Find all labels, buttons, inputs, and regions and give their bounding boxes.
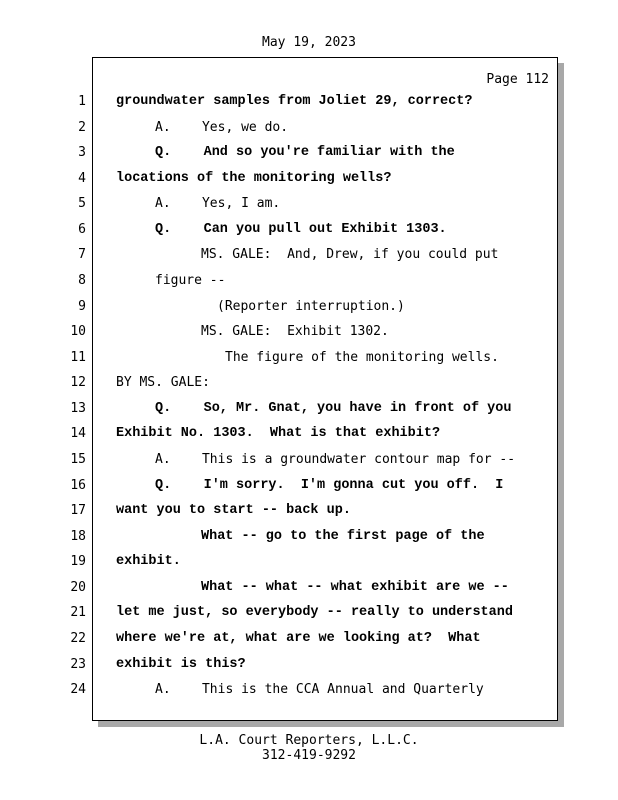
line-number: 13 (70, 400, 86, 416)
header-date: May 19, 2023 (262, 35, 356, 50)
line-number: 17 (70, 503, 86, 519)
footer-phone: 312-419-9292 (262, 748, 356, 763)
line-number: 6 (78, 221, 86, 237)
transcript-line: want you to start -- back up. (116, 503, 351, 519)
line-number: 3 (78, 145, 86, 161)
line-number: 18 (70, 528, 86, 544)
transcript-line: where we're at, what are we looking at? … (116, 630, 481, 646)
line-number: 10 (70, 324, 86, 340)
transcript-line: Q. I'm sorry. I'm gonna cut you off. I (155, 477, 504, 493)
transcript-line: figure -- (155, 272, 226, 288)
transcript-line: groundwater samples from Joliet 29, corr… (116, 94, 473, 109)
transcript-line: exhibit is this? (116, 656, 246, 672)
line-number: 12 (70, 375, 86, 391)
footer: L.A. Court Reporters, L.L.C. 312-419-929… (0, 733, 618, 763)
transcript-line: What -- what -- what exhibit are we -- (201, 579, 509, 595)
line-number: 15 (70, 451, 86, 467)
transcript-line: What -- go to the first page of the (201, 528, 485, 544)
line-number: 5 (78, 196, 86, 212)
page-number: Page 112 (486, 72, 549, 87)
line-number: 9 (78, 298, 86, 314)
transcript-line: exhibit. (116, 554, 181, 570)
line-number: 22 (70, 630, 86, 646)
transcript-line: Q. So, Mr. Gnat, you have in front of yo… (155, 400, 512, 416)
line-number: 8 (78, 272, 86, 288)
line-number: 23 (70, 656, 86, 672)
transcript-page: Page 112 (92, 57, 558, 721)
line-number: 24 (70, 682, 86, 698)
transcript-line: A. Yes, we do. (155, 119, 289, 135)
line-number: 2 (78, 119, 86, 135)
transcript-line: The figure of the monitoring wells. (225, 349, 499, 365)
line-number: 7 (78, 247, 86, 263)
line-number: 16 (70, 477, 86, 493)
transcript-line: (Reporter interruption.) (217, 298, 405, 314)
transcript-line: Q. And so you're familiar with the (155, 145, 455, 161)
line-number: 20 (70, 579, 86, 595)
transcript-line: MS. GALE: And, Drew, if you could put (201, 247, 499, 263)
line-number: 11 (70, 349, 86, 365)
footer-company: L.A. Court Reporters, L.L.C. (199, 733, 419, 748)
transcript-line: let me just, so everybody -- really to u… (116, 605, 513, 621)
transcript-line: BY MS. GALE: (116, 375, 210, 391)
line-number: 14 (70, 426, 86, 442)
line-number: 21 (70, 605, 86, 621)
line-number: 19 (70, 554, 86, 570)
transcript-line: A. Yes, I am. (155, 196, 281, 212)
transcript-line: Exhibit No. 1303. What is that exhibit? (116, 426, 441, 442)
line-number: 1 (78, 94, 86, 109)
transcript-line: A. This is a groundwater contour map for… (155, 451, 516, 467)
transcript-line: Q. Can you pull out Exhibit 1303. (155, 221, 447, 237)
transcript-line: A. This is the CCA Annual and Quarterly (155, 682, 484, 698)
transcript-line: locations of the monitoring wells? (116, 170, 392, 186)
transcript-line: MS. GALE: Exhibit 1302. (201, 324, 389, 340)
line-number: 4 (78, 170, 86, 186)
